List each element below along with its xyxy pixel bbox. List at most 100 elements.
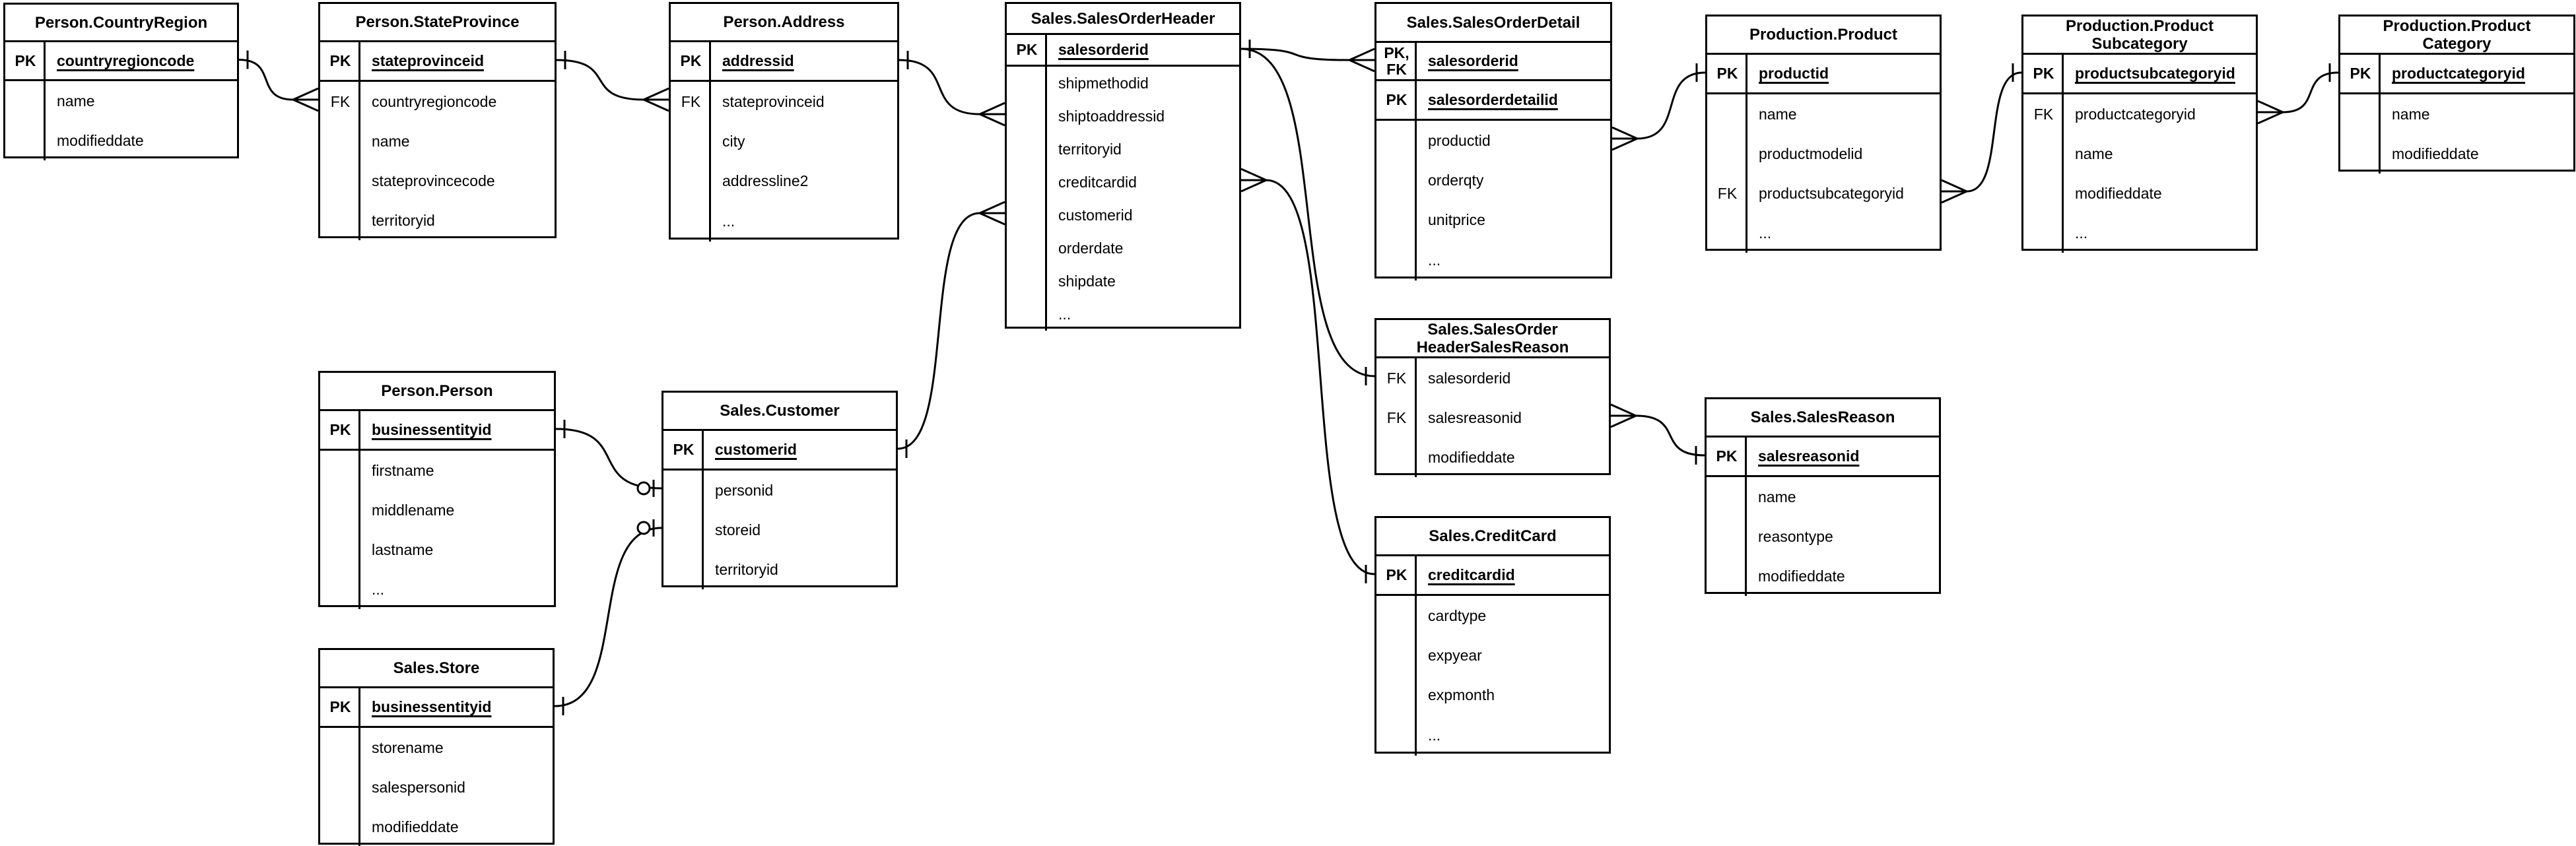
field-name: orderdate xyxy=(1058,239,1124,257)
field-row: name xyxy=(2340,94,2573,134)
key-column-divider xyxy=(1745,438,1747,596)
entity-title-line: Sales.CreditCard xyxy=(1429,527,1557,545)
field-name: creditcardid xyxy=(1428,566,1515,583)
connector-salesorderheader-creditcard xyxy=(1240,168,1375,583)
connector-salesorderheader-salesorderdetail xyxy=(1240,40,1375,73)
field-name: name xyxy=(2075,145,2113,162)
entity-title-line: Sales.Store xyxy=(393,659,480,677)
key-label: FK xyxy=(1386,369,1407,387)
field-row: ... xyxy=(1007,298,1239,331)
field-name: unitprice xyxy=(1428,211,1485,228)
field-name: ... xyxy=(1759,224,1772,242)
field-name: businessentityid xyxy=(372,421,492,438)
field-row: storename xyxy=(320,728,553,767)
field-name: countryregioncode xyxy=(57,51,195,69)
field-name: shipdate xyxy=(1058,272,1116,290)
field-row: ... xyxy=(1707,213,1940,253)
field-name: modifieddate xyxy=(57,131,144,149)
field-name: stateprovinceid xyxy=(372,52,484,69)
field-row: reasontype xyxy=(1707,517,1939,556)
field-row: stateprovincecode xyxy=(320,161,555,201)
field-name: name xyxy=(2392,105,2430,123)
connector-salesorderdetail-product xyxy=(1611,63,1706,151)
field-name: salesorderid xyxy=(1428,52,1518,69)
key-label: PK xyxy=(15,51,36,69)
field-row: ... xyxy=(320,569,554,609)
field-row: orderdate xyxy=(1007,232,1239,265)
field-row: productmodelid xyxy=(1707,134,1940,174)
field-name: modifieddate xyxy=(2075,184,2162,202)
key-column-divider xyxy=(2379,55,2381,174)
field-row: firstname xyxy=(320,451,554,490)
key-label: PK xyxy=(673,441,695,458)
key-label: PK xyxy=(1386,566,1407,583)
field-row: name xyxy=(1707,477,1939,517)
field-name: creditcardid xyxy=(1058,173,1137,191)
field-row: unitprice xyxy=(1376,200,1610,240)
entity-title-line: Subcategory xyxy=(2091,34,2188,53)
field-name: modifieddate xyxy=(1428,448,1515,466)
field-name: salesreasonid xyxy=(1428,408,1522,426)
connector-address-salesorderheader xyxy=(898,51,1005,127)
field-row: expyear xyxy=(1376,635,1609,675)
key-label: PK xyxy=(329,421,351,438)
entity-title: Sales.SalesOrderDetail xyxy=(1376,4,1610,43)
field-name: ... xyxy=(722,212,735,230)
field-name: name xyxy=(1758,488,1796,505)
field-row: lastname xyxy=(320,530,554,569)
field-row: modifieddate xyxy=(320,807,553,846)
key-label: PK, FK xyxy=(1384,44,1409,78)
field-row: ... xyxy=(1376,240,1610,280)
field-row: modifieddate xyxy=(2023,174,2256,213)
field-row: ... xyxy=(1376,715,1609,756)
key-column-divider xyxy=(358,688,360,846)
connector-salesorderheader-salesorderheadersalesreason xyxy=(1240,40,1375,385)
field-name: productsubcategoryid xyxy=(1759,184,1904,202)
connector-countryregion-stateprovince xyxy=(238,50,319,112)
connector-stateprovince-address xyxy=(556,51,669,112)
field-name: modifieddate xyxy=(2392,145,2479,162)
entity-title-line: Sales.Customer xyxy=(720,402,840,420)
field-name: territoryid xyxy=(372,211,435,229)
entity-title: Sales.CreditCard xyxy=(1376,518,1609,556)
entity-title: Production.Product xyxy=(1707,16,1940,55)
field-name: reasontype xyxy=(1758,527,1833,545)
field-row: shipmethodid xyxy=(1007,67,1239,100)
key-label: FK xyxy=(1386,408,1407,426)
field-name: productcategoryid xyxy=(2392,65,2525,82)
entity-title: Person.Address xyxy=(671,4,897,42)
key-column-divider xyxy=(2062,55,2064,253)
field-row: territoryid xyxy=(1007,133,1239,166)
field-name: personid xyxy=(715,481,774,499)
key-label: PK xyxy=(329,698,351,715)
field-name: stateprovincecode xyxy=(372,172,495,189)
field-row: creditcardid xyxy=(1007,166,1239,199)
field-name: productmodelid xyxy=(1759,145,1863,162)
field-row: productid xyxy=(1376,121,1610,160)
entity-title-line: Production.Product xyxy=(2383,16,2531,35)
field-name: salesorderdetailid xyxy=(1428,91,1558,108)
field-name: ... xyxy=(1428,251,1441,269)
field-name: shiptoaddressid xyxy=(1058,107,1165,125)
connector-store-customer xyxy=(554,519,662,715)
field-row: PK creditcardid xyxy=(1376,556,1609,596)
key-column-divider xyxy=(709,42,711,242)
key-label: PK xyxy=(329,52,351,69)
field-name: name xyxy=(57,92,95,110)
key-label: PK xyxy=(1016,41,1038,58)
field-row: FK productsubcategoryid xyxy=(1707,174,1940,213)
field-row: PK, FK salesorderid xyxy=(1376,43,1610,81)
key-label: FK xyxy=(1717,184,1738,202)
field-row: territoryid xyxy=(663,550,896,589)
